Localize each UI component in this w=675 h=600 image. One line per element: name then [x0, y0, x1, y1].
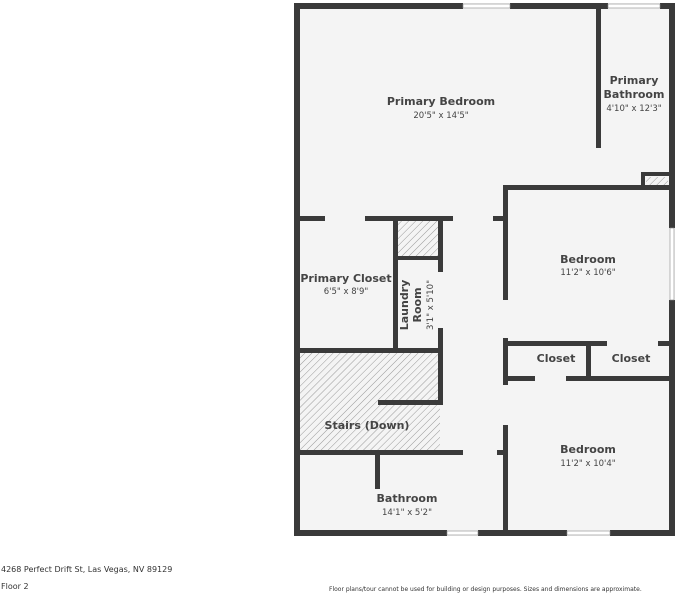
room-name: Primary Closet — [300, 272, 391, 285]
room-primary-bedroom: Primary Bedroom 20'5" x 14'5" — [387, 95, 495, 121]
room-bedroom-lower: Bedroom 11'2" x 10'4" — [560, 443, 616, 469]
room-closet-left: Closet — [537, 352, 576, 365]
room-name: Laundry — [398, 280, 411, 331]
disclaimer: Floor plans/tour cannot be used for buil… — [329, 586, 642, 593]
room-name: Bathroom — [604, 88, 665, 101]
room-name: Room — [411, 287, 424, 322]
walls — [294, 3, 675, 536]
vent-hatch — [646, 177, 668, 185]
room-dimensions: 11'2" x 10'4" — [560, 459, 615, 469]
room-name: Bedroom — [560, 253, 616, 266]
room-dimensions: 11'2" x 10'6" — [560, 268, 615, 278]
floor-label: Floor 2 — [1, 582, 29, 591]
room-bedroom-upper: Bedroom 11'2" x 10'6" — [560, 253, 616, 278]
room-laundry: Laundry Room 3'1" x 5'10" — [398, 280, 436, 331]
room-primary-bathroom: Primary Bathroom 4'10" x 12'3" — [604, 74, 665, 114]
room-dimensions: 3'1" x 5'10" — [426, 280, 436, 330]
room-name: Bedroom — [560, 443, 616, 456]
room-dimensions: 14'1" x 5'2" — [382, 508, 432, 518]
windows — [446, 3, 675, 536]
room-closet-right: Closet — [612, 352, 651, 365]
room-name: Primary Bedroom — [387, 95, 495, 108]
address: 4268 Perfect Drift St, Las Vegas, NV 891… — [1, 565, 173, 574]
room-dimensions: 20'5" x 14'5" — [413, 111, 468, 121]
room-bathroom: Bathroom 14'1" x 5'2" — [377, 492, 438, 518]
room-stairs: Stairs (Down) — [325, 419, 410, 432]
room-name: Bathroom — [377, 492, 438, 505]
room-primary-closet: Primary Closet 6'5" x 8'9" — [300, 272, 391, 297]
room-dimensions: 4'10" x 12'3" — [606, 104, 661, 114]
room-dimensions: 6'5" x 8'9" — [324, 287, 369, 297]
laundry-hatch — [398, 221, 440, 258]
room-name: Primary — [610, 74, 659, 87]
